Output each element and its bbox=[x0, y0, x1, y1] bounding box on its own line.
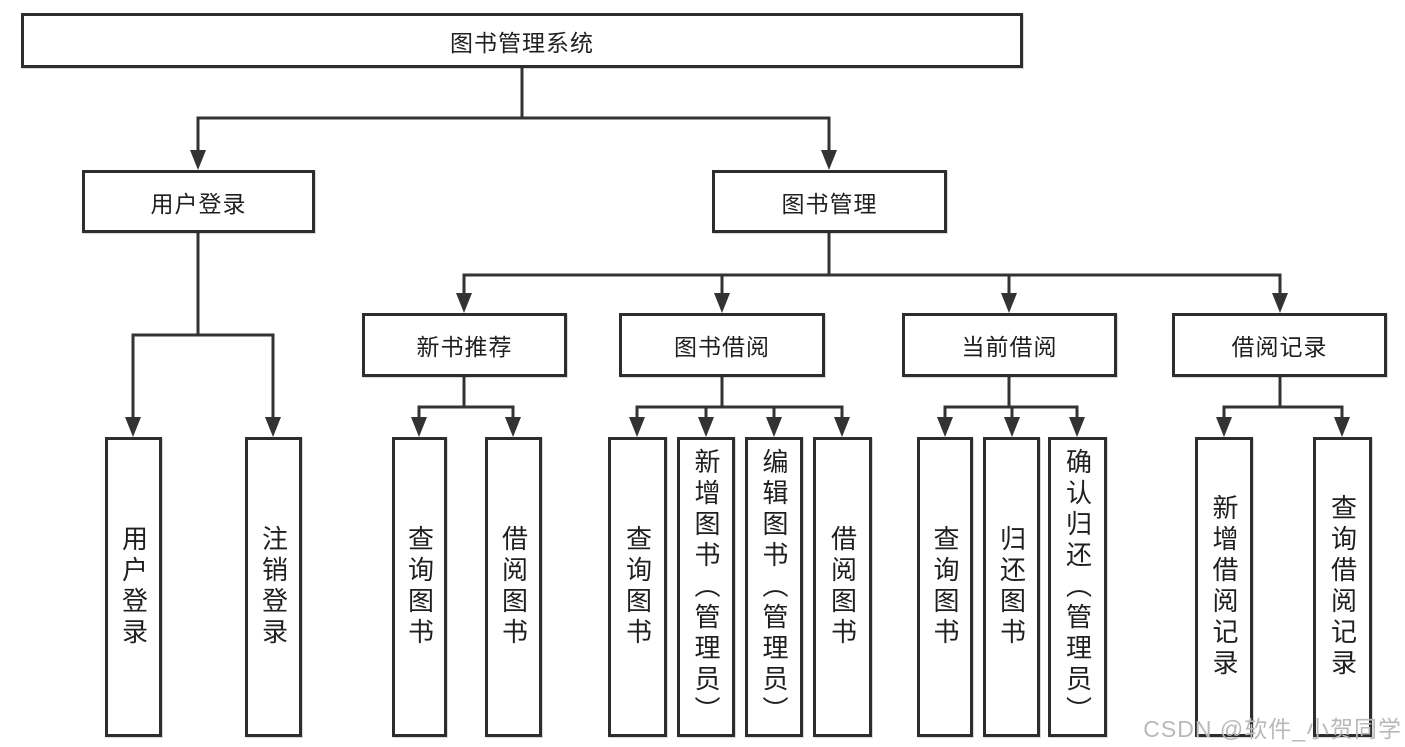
leaf-query-borrow-record: 查询借阅记录 bbox=[1313, 437, 1372, 737]
leaf-query-books-recommend-label: 查询图书 bbox=[404, 525, 435, 649]
leaf-confirm-return-admin-label: 确认归还（管理员） bbox=[1062, 447, 1093, 727]
node-current-borrow: 当前借阅 bbox=[902, 313, 1117, 377]
leaf-borrow-books-recommend: 借阅图书 bbox=[485, 437, 542, 737]
leaf-confirm-return-admin: 确认归还（管理员） bbox=[1048, 437, 1107, 737]
leaf-borrow-books-recommend-label: 借阅图书 bbox=[498, 525, 529, 649]
node-borrow-records-label: 借阅记录 bbox=[1231, 334, 1328, 360]
leaf-query-books-recommend: 查询图书 bbox=[392, 437, 447, 737]
leaf-return-books: 归还图书 bbox=[983, 437, 1040, 737]
leaf-query-books-borrow-label: 查询图书 bbox=[622, 525, 653, 649]
leaf-return-books-label: 归还图书 bbox=[996, 525, 1027, 649]
leaf-query-books-current: 查询图书 bbox=[917, 437, 973, 737]
node-user-login: 用户登录 bbox=[82, 170, 315, 233]
leaf-logout-label: 注销登录 bbox=[258, 525, 289, 649]
leaf-edit-books-admin-label: 编辑图书（管理员） bbox=[759, 447, 789, 727]
leaf-query-borrow-record-label: 查询借阅记录 bbox=[1327, 494, 1358, 680]
node-current-borrow-label: 当前借阅 bbox=[961, 334, 1058, 360]
leaf-borrow-books-label: 借阅图书 bbox=[827, 525, 858, 649]
node-borrow-records: 借阅记录 bbox=[1172, 313, 1387, 377]
node-book-management-label: 图书管理 bbox=[781, 190, 878, 217]
node-book-management: 图书管理 bbox=[712, 170, 947, 233]
node-book-borrow-label: 图书借阅 bbox=[674, 334, 770, 360]
leaf-user-login: 用户登录 bbox=[105, 437, 162, 737]
leaf-add-borrow-record: 新增借阅记录 bbox=[1195, 437, 1253, 737]
leaf-edit-books-admin: 编辑图书（管理员） bbox=[745, 437, 803, 737]
leaf-borrow-books: 借阅图书 bbox=[813, 437, 872, 737]
node-user-login-label: 用户登录 bbox=[150, 190, 247, 217]
node-new-book-recommend: 新书推荐 bbox=[362, 313, 567, 377]
node-root-label: 图书管理系统 bbox=[450, 29, 594, 56]
csdn-watermark: CSDN @软件_小贺同学 bbox=[1143, 716, 1402, 742]
leaf-query-books-current-label: 查询图书 bbox=[930, 525, 960, 649]
leaf-logout: 注销登录 bbox=[245, 437, 302, 737]
node-book-borrow: 图书借阅 bbox=[619, 313, 825, 377]
leaf-add-books-admin-label: 新增图书（管理员） bbox=[691, 447, 721, 727]
leaf-add-books-admin: 新增图书（管理员） bbox=[677, 437, 735, 737]
leaf-add-borrow-record-label: 新增借阅记录 bbox=[1209, 494, 1239, 680]
leaf-query-books-borrow: 查询图书 bbox=[608, 437, 667, 737]
leaf-user-login-label: 用户登录 bbox=[118, 525, 149, 649]
node-new-book-recommend-label: 新书推荐 bbox=[416, 334, 513, 360]
node-root-system: 图书管理系统 bbox=[21, 13, 1023, 68]
